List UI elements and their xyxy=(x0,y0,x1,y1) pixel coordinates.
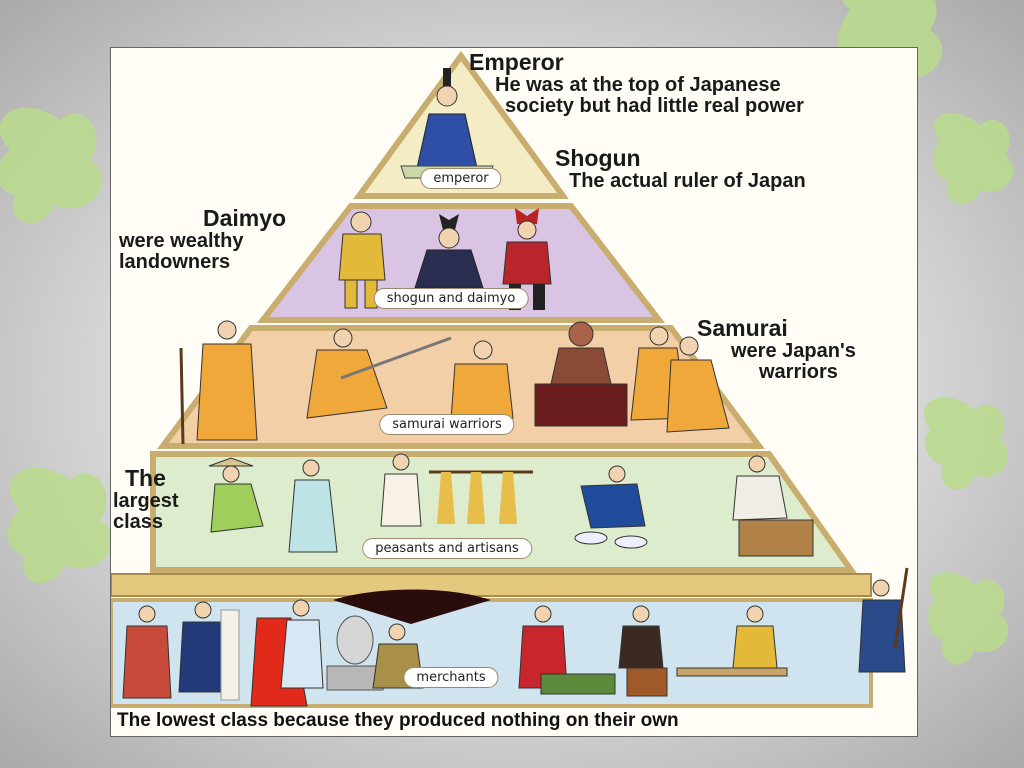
peasant-woman xyxy=(288,459,338,553)
buddha-statue xyxy=(534,321,628,427)
peasant-farmer xyxy=(208,457,264,533)
samurai-figure-3 xyxy=(450,340,514,421)
callout-emperor: Emperor He was at the top of Japanese so… xyxy=(469,50,804,118)
samurai-figure-1 xyxy=(179,320,258,445)
butterfly-icon xyxy=(924,397,1009,490)
shogun-figure xyxy=(414,214,484,289)
pyramid-illustration xyxy=(111,50,909,708)
samurai-figure-2 xyxy=(306,328,452,419)
daimyo-figure-left xyxy=(338,211,386,309)
callout-largest-line1: The xyxy=(125,465,166,491)
artisan-weaver xyxy=(380,453,533,527)
callout-daimyo: Daimyo were wealthy landowners xyxy=(119,206,286,274)
daimyo-figure-right xyxy=(502,208,552,310)
callout-emperor-line2: society but had little real power xyxy=(505,95,804,118)
butterfly-icon xyxy=(7,467,113,584)
tier-label-peasants: peasants and artisans xyxy=(362,538,532,559)
bottom-caption: The lowest class because they produced n… xyxy=(117,710,679,731)
tier-label-shogun-daimyo: shogun and daimyo xyxy=(373,288,529,309)
tier-label-samurai: samurai warriors xyxy=(379,414,515,435)
tier-label-merchants: merchants xyxy=(403,667,499,688)
tier-label-emperor: emperor xyxy=(420,168,502,189)
butterfly-icon xyxy=(0,107,103,223)
dark-canopy xyxy=(333,589,491,624)
callout-largest-class: The largest class xyxy=(113,466,179,534)
callout-samurai-line1: were Japan's xyxy=(731,339,856,362)
callout-largest-line3: class xyxy=(113,511,164,534)
callout-daimyo-line1: were wealthy xyxy=(119,229,244,252)
artisan-potter xyxy=(574,465,648,549)
samurai-figure-4 xyxy=(630,326,730,433)
merchant-figure-5 xyxy=(676,605,788,677)
callout-daimyo-title: Daimyo xyxy=(203,205,287,231)
butterfly-icon xyxy=(933,113,1014,205)
callout-shogun-title: Shogun xyxy=(555,145,641,171)
merchant-kimono-display xyxy=(250,599,324,707)
callout-emperor-line1: He was at the top of Japanese xyxy=(495,73,781,96)
bamboo-beam xyxy=(111,573,872,597)
merchant-figure-6 xyxy=(858,567,909,673)
callout-largest-line2: largest xyxy=(113,489,179,512)
callout-shogun: Shogun The actual ruler of Japan xyxy=(555,146,806,192)
merchant-figure-4 xyxy=(618,605,668,697)
callout-shogun-line1: The actual ruler of Japan xyxy=(569,169,806,192)
callout-samurai: Samurai were Japan's warriors xyxy=(697,316,856,384)
callout-samurai-line2: warriors xyxy=(759,361,838,384)
merchant-figure-2 xyxy=(178,601,240,701)
callout-samurai-title: Samurai xyxy=(697,315,788,341)
merchant-figure-3 xyxy=(518,605,616,695)
merchant-figure-1 xyxy=(122,605,172,699)
butterfly-icon xyxy=(928,572,1009,665)
pyramid-diagram: emperor shogun and daimyo samurai warrio… xyxy=(110,47,918,737)
callout-emperor-title: Emperor xyxy=(469,49,564,75)
callout-daimyo-line2: landowners xyxy=(119,251,231,274)
artisan-cooper xyxy=(732,455,814,557)
